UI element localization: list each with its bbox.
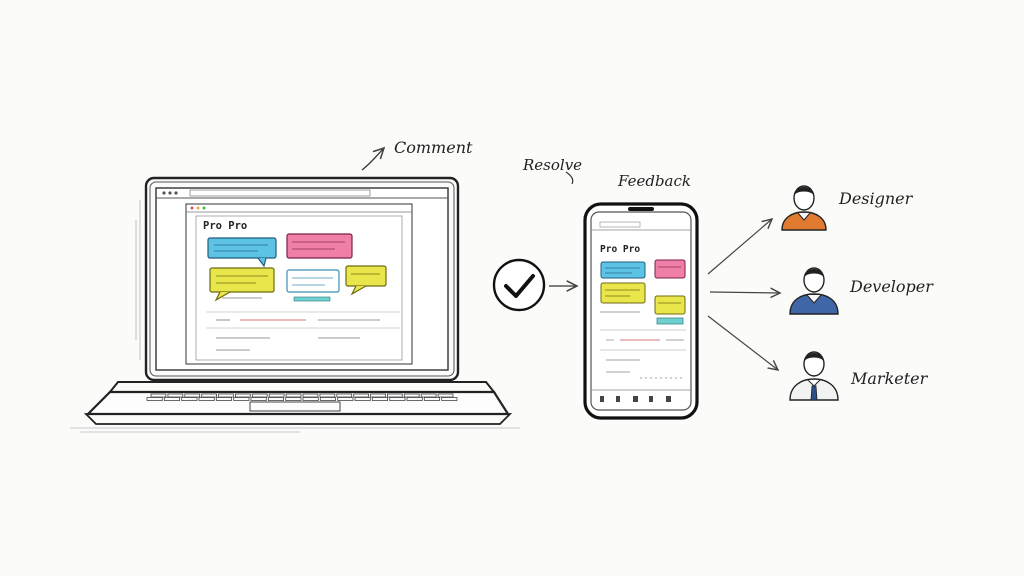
resolve-label: Resolve	[523, 156, 583, 174]
laptop-lid	[144, 176, 460, 382]
designer-shirt	[781, 211, 827, 231]
resolve-tick	[565, 171, 574, 185]
comment-bubble[interactable]	[654, 295, 686, 315]
keyboard-key[interactable]	[181, 397, 198, 401]
share-icon[interactable]	[633, 396, 638, 402]
comment-bubble[interactable]	[345, 265, 387, 296]
laptop: Pro Pro	[70, 176, 520, 433]
comment-bubble[interactable]	[600, 282, 646, 304]
keyboard-key[interactable]	[337, 397, 354, 401]
bookmark-icon[interactable]	[649, 396, 653, 402]
comment-bubble[interactable]	[600, 261, 646, 279]
keyboard-key[interactable]	[336, 393, 353, 398]
keyboard-key[interactable]	[218, 393, 234, 398]
check-circle-icon[interactable]	[492, 258, 546, 312]
comment-bubble[interactable]	[209, 267, 275, 302]
keyboard-key[interactable]	[371, 397, 388, 401]
arrow-to-marketer	[707, 315, 778, 370]
phone: Pro Pro	[583, 202, 699, 420]
keyboard-key[interactable]	[302, 393, 319, 398]
feedback-label: Feedback	[618, 172, 691, 190]
keyboard-key[interactable]	[389, 397, 406, 401]
arrow-to-designer	[707, 219, 772, 275]
designer-avatar	[781, 185, 827, 231]
content-lines	[600, 311, 686, 379]
keyboard-key[interactable]	[437, 393, 454, 398]
keyboard-key[interactable]	[386, 393, 403, 398]
comment-arrow	[361, 148, 384, 171]
keyboard-key[interactable]	[184, 393, 201, 398]
keyboard-key[interactable]	[163, 397, 181, 401]
keyboard-key[interactable]	[302, 397, 319, 401]
trackpad[interactable]	[249, 401, 341, 412]
comment-label: Comment	[394, 138, 473, 157]
tie-icon	[810, 385, 818, 401]
keyboard-key[interactable]	[268, 393, 285, 398]
comment-bubble[interactable]	[207, 237, 277, 268]
address-bar[interactable]	[189, 189, 371, 197]
keyboard-key[interactable]	[285, 393, 302, 398]
developer-avatar	[789, 267, 839, 315]
checkmark-icon	[504, 274, 535, 298]
arrow-to-developer	[709, 292, 780, 293]
keyboard[interactable]	[146, 393, 458, 401]
keyboard-key[interactable]	[233, 397, 250, 401]
keyboard-key[interactable]	[353, 393, 370, 398]
keyboard-key[interactable]	[251, 393, 268, 398]
marketer-label: Marketer	[851, 369, 928, 388]
phone-nav-bar[interactable]	[600, 396, 671, 402]
comment-bubble[interactable]	[286, 269, 340, 302]
keyboard-key[interactable]	[441, 397, 458, 401]
designer-label: Designer	[839, 189, 913, 208]
keyboard-key[interactable]	[201, 393, 217, 398]
back-icon[interactable]	[600, 396, 604, 402]
laptop-hinge	[107, 381, 497, 393]
keyboard-key[interactable]	[285, 397, 302, 401]
keyboard-key[interactable]	[423, 397, 440, 401]
phone-tag	[656, 317, 684, 325]
keyboard-key[interactable]	[267, 397, 284, 401]
keyboard-key[interactable]	[215, 397, 233, 401]
keyboard-key[interactable]	[150, 393, 167, 398]
keyboard-key[interactable]	[319, 397, 336, 401]
marketer-avatar	[789, 351, 839, 401]
sketch-shading	[70, 200, 520, 433]
keyboard-key[interactable]	[198, 397, 215, 401]
laptop-brand: Pro Pro	[203, 220, 247, 232]
keyboard-key[interactable]	[319, 393, 336, 398]
developer-shirt	[789, 293, 839, 315]
forward-icon[interactable]	[616, 396, 620, 402]
content-lines	[206, 297, 400, 351]
keyboard-key[interactable]	[250, 397, 267, 401]
resolve-check[interactable]	[492, 258, 546, 312]
keyboard-key[interactable]	[167, 393, 184, 398]
keyboard-key[interactable]	[420, 393, 437, 398]
comment-bubble[interactable]	[286, 233, 353, 259]
keyboard-key[interactable]	[406, 397, 423, 401]
tabs-icon[interactable]	[666, 396, 671, 402]
keyboard-key[interactable]	[370, 393, 386, 398]
comment-bubble[interactable]	[654, 259, 686, 279]
phone-notch	[628, 207, 654, 211]
keyboard-key[interactable]	[354, 397, 371, 401]
keyboard-key[interactable]	[403, 393, 420, 398]
phone-brand: Pro Pro	[600, 244, 640, 255]
keyboard-key[interactable]	[146, 397, 163, 401]
keyboard-key[interactable]	[234, 393, 251, 398]
developer-label: Developer	[850, 277, 933, 296]
